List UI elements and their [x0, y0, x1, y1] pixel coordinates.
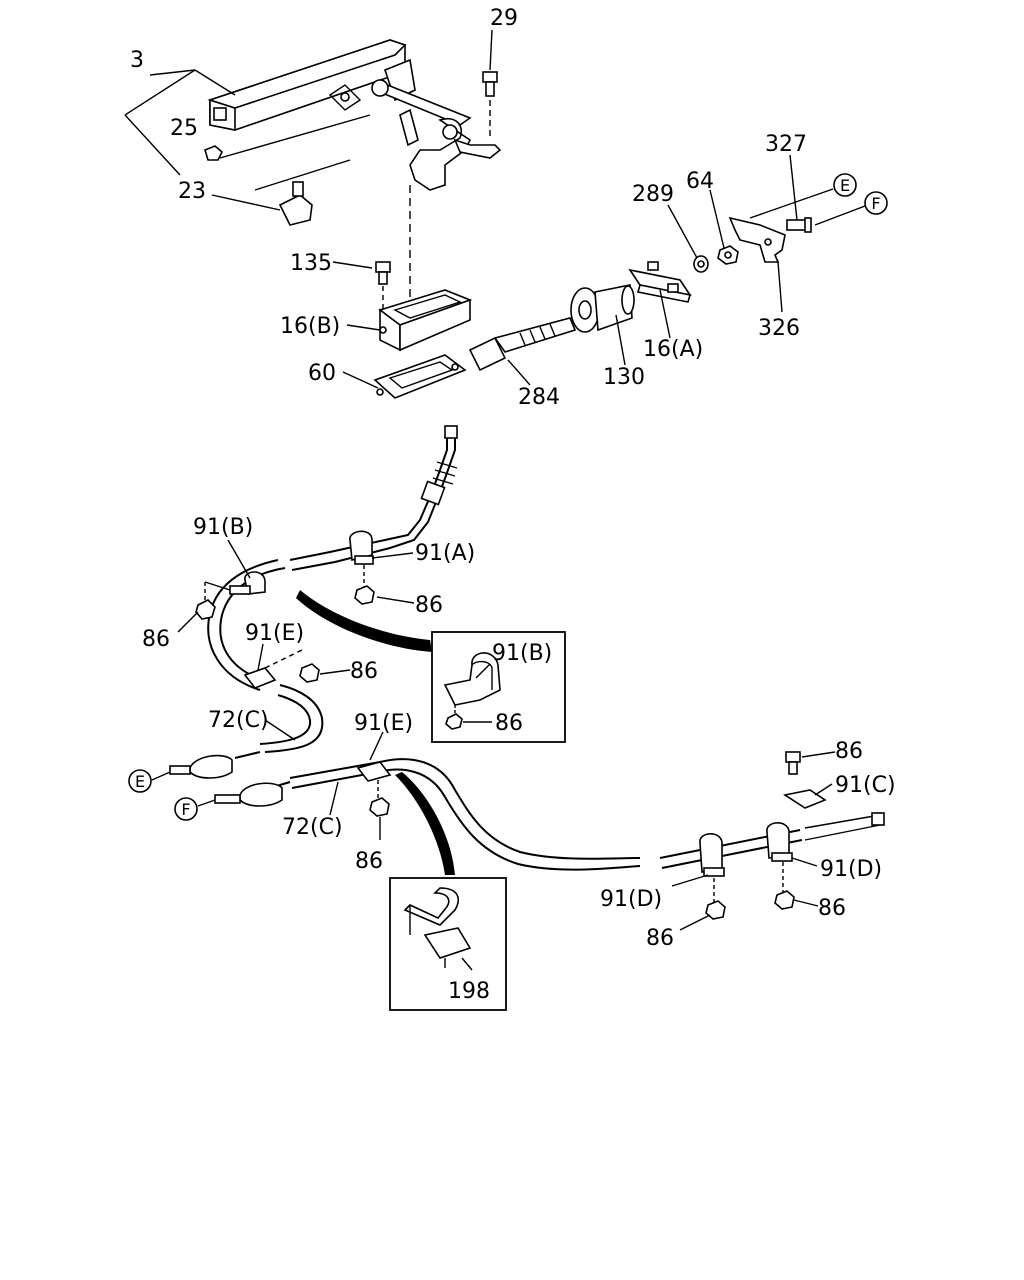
- callout-16a: 16(A): [643, 337, 703, 362]
- cable-end-e: [169, 751, 261, 779]
- bolt-29: [482, 71, 498, 140]
- callout-91d-1: 91(D): [820, 857, 882, 882]
- ref-circle-e-bottom: E: [128, 769, 171, 793]
- lever-bracket: [371, 79, 502, 191]
- callout-3: 3: [130, 48, 144, 73]
- callout-91e-2: 91(E): [354, 711, 413, 736]
- callout-135: 135: [290, 251, 332, 276]
- detail1-callout-91b: 91(B): [492, 641, 552, 666]
- rod-284: [468, 317, 577, 372]
- bolt-86-right-a: [705, 878, 726, 920]
- callout-86-e: 86: [835, 739, 863, 764]
- nut-64: [717, 245, 739, 265]
- bolt-327: [786, 217, 812, 233]
- detail2-callout-198: 198: [448, 979, 490, 1004]
- callout-72c-1: 72(C): [208, 708, 269, 733]
- cable-rear: [289, 758, 641, 871]
- callout-23: 23: [178, 179, 206, 204]
- callout-326: 326: [758, 316, 800, 341]
- bolt-86-right-top: [785, 751, 801, 775]
- bolt-86-mid: [299, 663, 320, 683]
- boot-60: [373, 354, 467, 399]
- bolt-86-upper-left: [195, 581, 231, 620]
- callout-91e-1: 91(E): [245, 621, 304, 646]
- ref-circle-e-top-label: E: [840, 176, 850, 195]
- bolt-86-right-b: [774, 862, 795, 910]
- detail-pointer-2: [395, 772, 455, 875]
- detail-box-2: [389, 877, 507, 1011]
- ref-circle-f-bottom: F: [174, 797, 216, 821]
- callout-91a: 91(A): [415, 541, 475, 566]
- clip-91e-upper: [243, 649, 303, 689]
- callout-289: 289: [632, 182, 674, 207]
- equalizer-326: [728, 216, 786, 263]
- adjuster-16a: [628, 261, 692, 303]
- callout-91d-2: 91(D): [600, 887, 662, 912]
- callout-16b: 16(B): [280, 314, 340, 339]
- callout-91c: 91(C): [835, 773, 896, 798]
- ref-circle-e-top: E: [833, 173, 857, 197]
- callout-130: 130: [603, 365, 645, 390]
- callout-labels: 3 25 23 29 135 16(B) 60 284 130 16(A) 28…: [130, 6, 896, 1004]
- detail-box-1: [431, 631, 566, 743]
- detail1-callout-86: 86: [495, 711, 523, 736]
- callout-3-leaders: [124, 69, 281, 211]
- callout-86-g: 86: [818, 896, 846, 921]
- cover-16b: [378, 289, 473, 352]
- callout-284: 284: [518, 385, 560, 410]
- detail-pointer-1: [296, 590, 432, 652]
- callout-91b: 91(B): [193, 515, 253, 540]
- switch-23: [254, 159, 351, 226]
- leader-lines: [177, 29, 836, 971]
- bolt-25: [204, 114, 371, 161]
- bolt-86-lower: [369, 780, 390, 817]
- clip-91b: [229, 571, 266, 595]
- callout-86-f: 86: [646, 926, 674, 951]
- callout-86-c: 86: [350, 659, 378, 684]
- hand-brake-lever: [207, 39, 416, 131]
- washer-289: [693, 255, 709, 273]
- ref-circle-f-bottom-label: F: [181, 800, 190, 819]
- ref-circle-f-top-label: F: [871, 194, 880, 213]
- cable-end-f: [214, 781, 291, 807]
- clip-91d-left: [699, 833, 725, 877]
- callout-29: 29: [490, 6, 518, 31]
- callout-86-d: 86: [355, 849, 383, 874]
- clip-91d-right: [766, 822, 793, 862]
- ref-circle-e-bottom-label: E: [135, 772, 145, 791]
- ref-circle-f-top: F: [864, 191, 888, 215]
- clip-91e-lower: [356, 761, 392, 782]
- grommet-130: [570, 284, 635, 333]
- callout-86-a: 86: [415, 593, 443, 618]
- callout-60: 60: [308, 361, 336, 386]
- callout-25: 25: [170, 116, 198, 141]
- bolt-86-upper-right: [354, 565, 375, 605]
- callout-72c-2: 72(C): [282, 815, 343, 840]
- callout-86-b: 86: [142, 627, 170, 652]
- callout-327: 327: [765, 132, 807, 157]
- callout-64: 64: [686, 169, 714, 194]
- clip-91a: [349, 530, 374, 565]
